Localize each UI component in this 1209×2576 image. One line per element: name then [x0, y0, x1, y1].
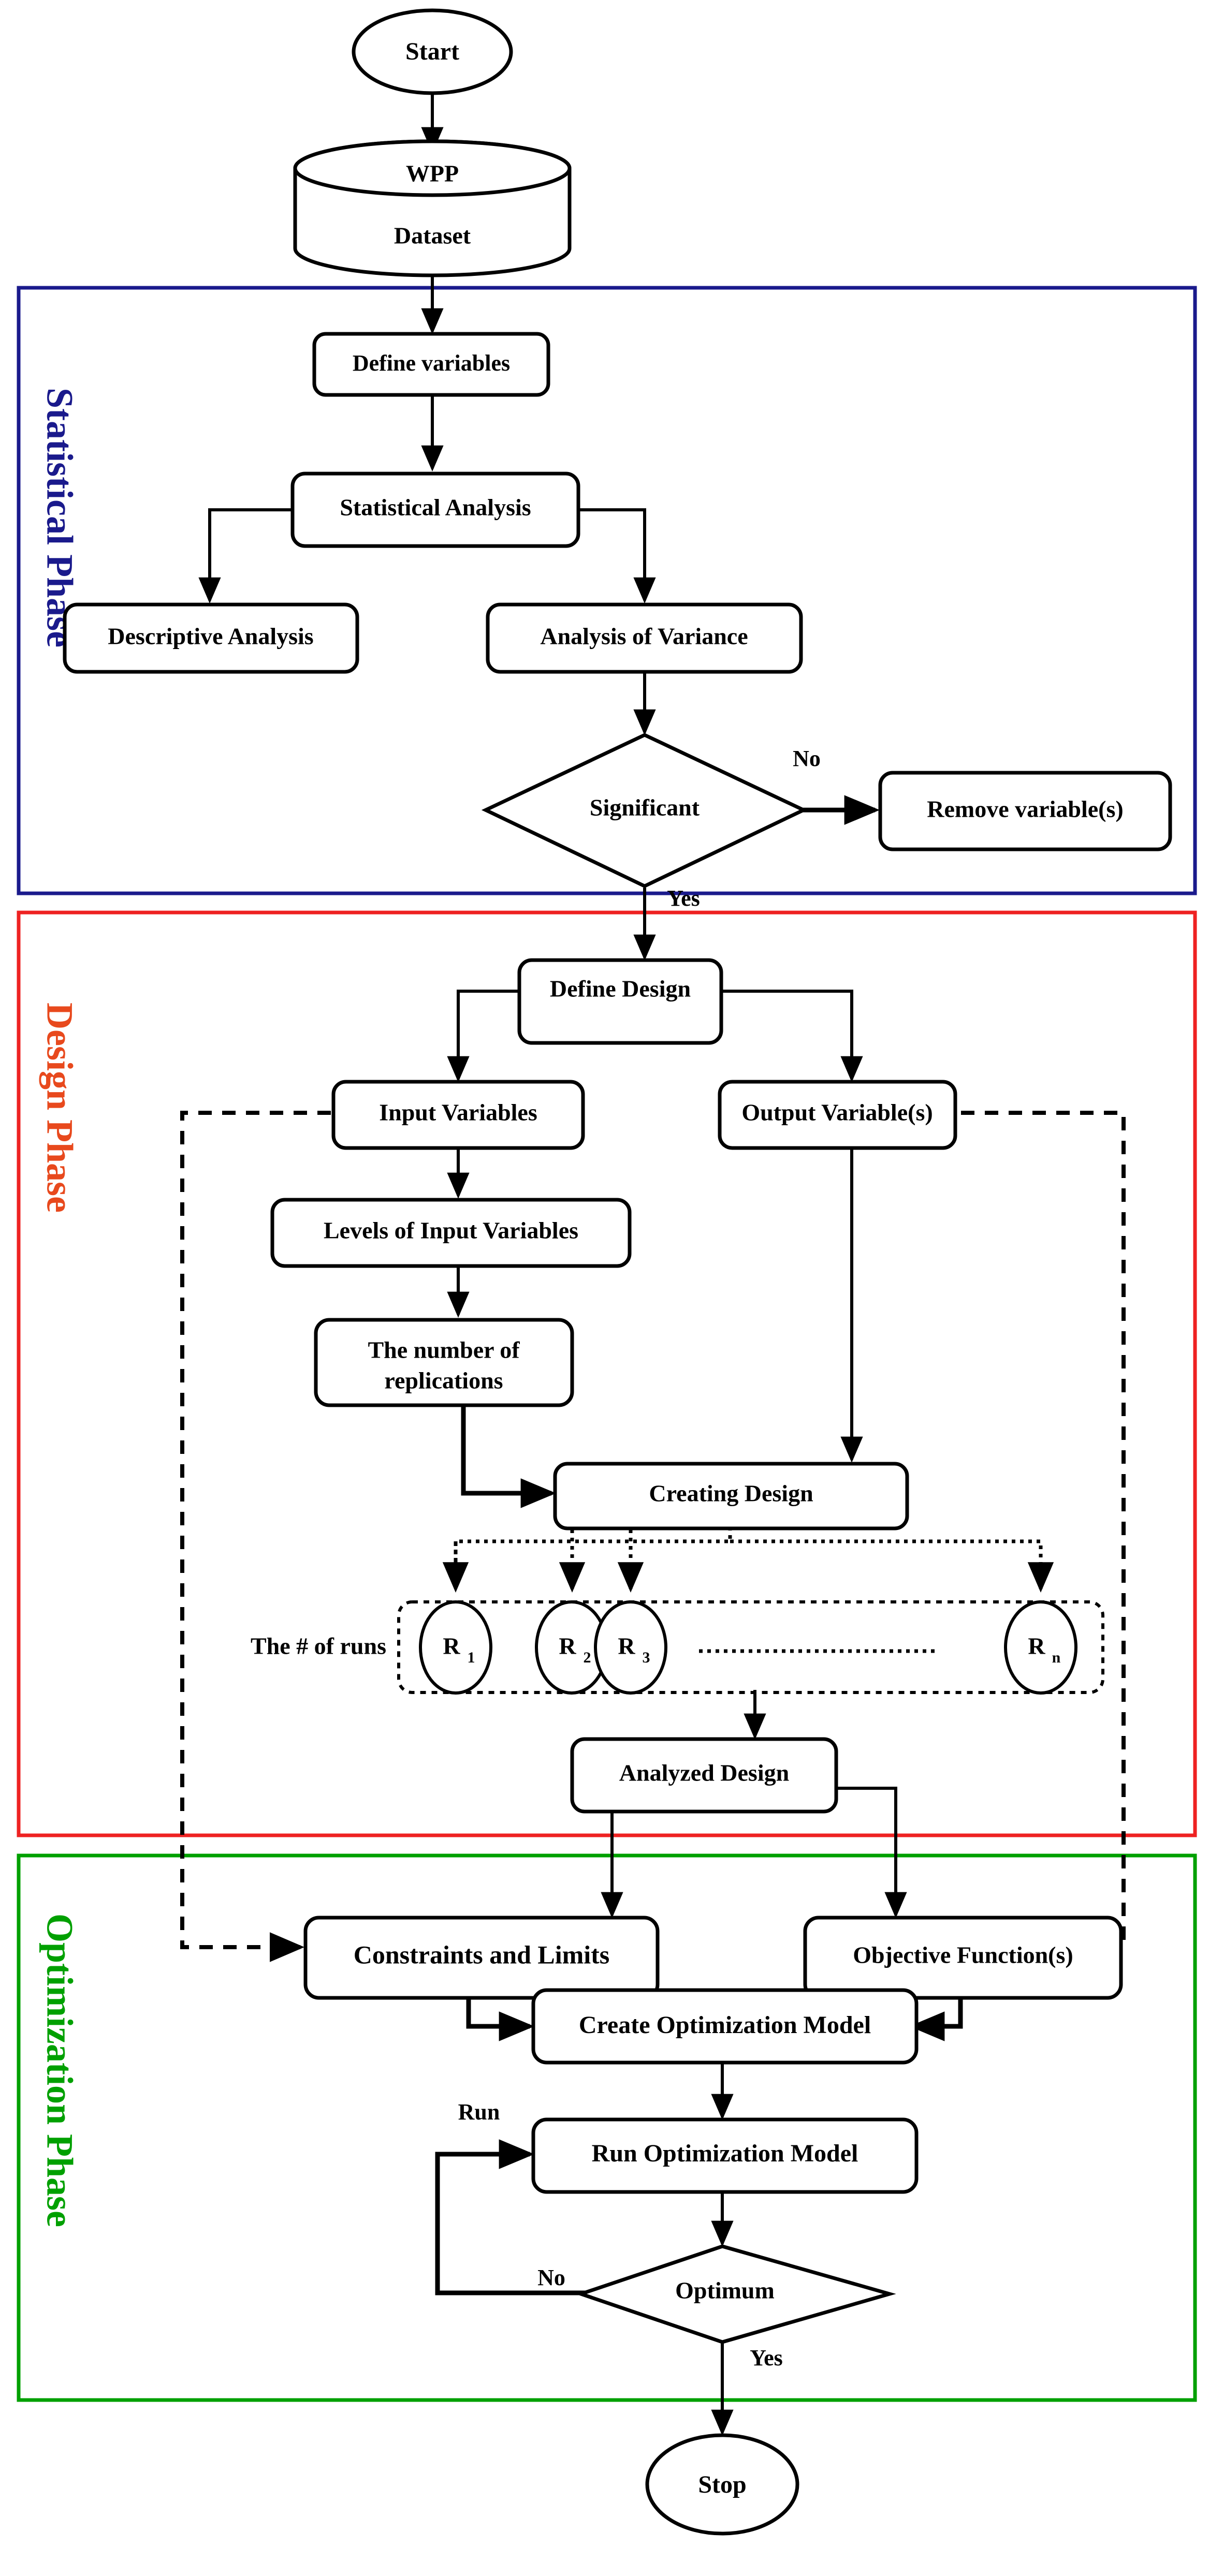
node-define-variables[interactable]: Define variables	[312, 332, 550, 397]
edge-dashed-outputvariables-objective	[937, 1111, 1126, 1962]
phase-label-optimization: Optimization Phase	[39, 1913, 80, 2227]
runs-group-box	[397, 1600, 1104, 1694]
node-remove-variables[interactable]: Remove variable(s)	[878, 771, 1172, 851]
edge-definedesign-outputvariables	[722, 990, 863, 1082]
node-replications-label-line1: The number of	[368, 1337, 520, 1363]
node-run-rn-label: R	[1028, 1633, 1045, 1659]
edge-creatingdesign-runn	[730, 1539, 1054, 1593]
edge-statisticalanalysis-anova	[577, 508, 656, 603]
node-run-r1-sub: 1	[468, 1649, 475, 1666]
node-define-variables-label: Define variables	[353, 350, 510, 376]
node-analysis-of-variance[interactable]: Analysis of Variance	[486, 602, 803, 674]
node-output-variables[interactable]: Output Variable(s)	[718, 1080, 957, 1150]
edge-label-significant-yes: Yes	[667, 886, 700, 911]
node-start[interactable]: Start	[352, 8, 513, 95]
node-statistical-analysis-label: Statistical Analysis	[340, 494, 531, 521]
node-optimum-label: Optimum	[675, 2277, 775, 2304]
node-start-label: Start	[405, 38, 459, 65]
node-run-r2-label: R	[559, 1633, 576, 1659]
node-run-optimization-model-label: Run Optimization Model	[592, 2140, 858, 2167]
runs-group-label: The # of runs	[251, 1633, 386, 1659]
node-number-of-replications[interactable]: The number of replications	[314, 1318, 574, 1407]
phase-box-optimization	[17, 1853, 1197, 2402]
node-stop[interactable]: Stop	[645, 2433, 799, 2536]
node-optimum[interactable]: Optimum	[575, 2244, 896, 2344]
edge-label-run-loop: Run	[458, 2099, 500, 2125]
node-levels-of-input-variables-label: Levels of Input Variables	[324, 1217, 578, 1244]
phase-box-design	[17, 910, 1197, 1837]
node-output-variables-label: Output Variable(s)	[741, 1099, 933, 1126]
node-significant[interactable]: Significant	[481, 733, 808, 888]
node-objective-functions-label: Objective Function(s)	[853, 1942, 1073, 1968]
node-wpp-dataset[interactable]: WPP Dataset	[293, 139, 572, 277]
node-run-r3[interactable]: R 3	[594, 1600, 667, 1695]
node-stop-label: Stop	[698, 2471, 746, 2498]
node-descriptive-analysis-label: Descriptive Analysis	[108, 623, 313, 650]
node-remove-variables-label: Remove variable(s)	[927, 796, 1123, 822]
node-objective-functions[interactable]: Objective Function(s)	[803, 1916, 1123, 2000]
node-analyzed-design[interactable]: Analyzed Design	[570, 1737, 838, 1814]
node-descriptive-analysis[interactable]: Descriptive Analysis	[63, 602, 359, 674]
phase-label-design: Design Phase	[39, 1003, 80, 1213]
node-creating-design[interactable]: Creating Design	[553, 1462, 909, 1530]
edge-creatingdesign-runs-bus	[454, 1527, 732, 1589]
edge-optimum-no-loop	[435, 2139, 611, 2295]
node-run-rn[interactable]: R n	[1004, 1600, 1077, 1695]
node-create-optimization-model[interactable]: Create Optimization Model	[531, 1988, 919, 2065]
node-run-r1[interactable]: R 1	[419, 1600, 492, 1695]
node-analysis-of-variance-label: Analysis of Variance	[540, 623, 748, 650]
node-define-design-label: Define Design	[550, 976, 691, 1002]
node-significant-label: Significant	[590, 794, 700, 821]
node-run-r2-sub: 2	[584, 1649, 591, 1666]
node-run-r3-label: R	[618, 1633, 635, 1659]
edge-replications-creatingdesign	[461, 1403, 557, 1508]
phase-box-statistical	[17, 286, 1197, 895]
node-run-r3-sub: 3	[643, 1649, 650, 1666]
node-create-optimization-model-label: Create Optimization Model	[579, 2011, 871, 2039]
node-define-design[interactable]: Define Design	[517, 958, 723, 1045]
node-input-variables-label: Input Variables	[379, 1099, 537, 1126]
node-levels-of-input-variables[interactable]: Levels of Input Variables	[270, 1198, 632, 1268]
edge-analyzeddesign-objective	[831, 1787, 907, 1918]
edge-label-significant-no: No	[793, 746, 821, 771]
node-statistical-analysis[interactable]: Statistical Analysis	[290, 472, 580, 548]
node-run-optimization-model[interactable]: Run Optimization Model	[531, 2117, 919, 2194]
node-input-variables[interactable]: Input Variables	[331, 1080, 585, 1150]
edge-label-optimum-no: No	[537, 2265, 565, 2290]
edge-label-optimum-yes: Yes	[750, 2345, 783, 2371]
node-dataset-label: Dataset	[394, 223, 471, 249]
node-creating-design-label: Creating Design	[649, 1480, 813, 1507]
node-wpp-label: WPP	[406, 160, 459, 187]
node-run-rn-sub: n	[1052, 1649, 1061, 1666]
node-constraints-and-limits[interactable]: Constraints and Limits	[303, 1916, 660, 2000]
node-replications-label-line2: replications	[384, 1367, 503, 1394]
node-constraints-and-limits-label: Constraints and Limits	[354, 1940, 610, 1969]
node-analyzed-design-label: Analyzed Design	[619, 1760, 789, 1786]
node-run-r1-label: R	[443, 1633, 460, 1659]
